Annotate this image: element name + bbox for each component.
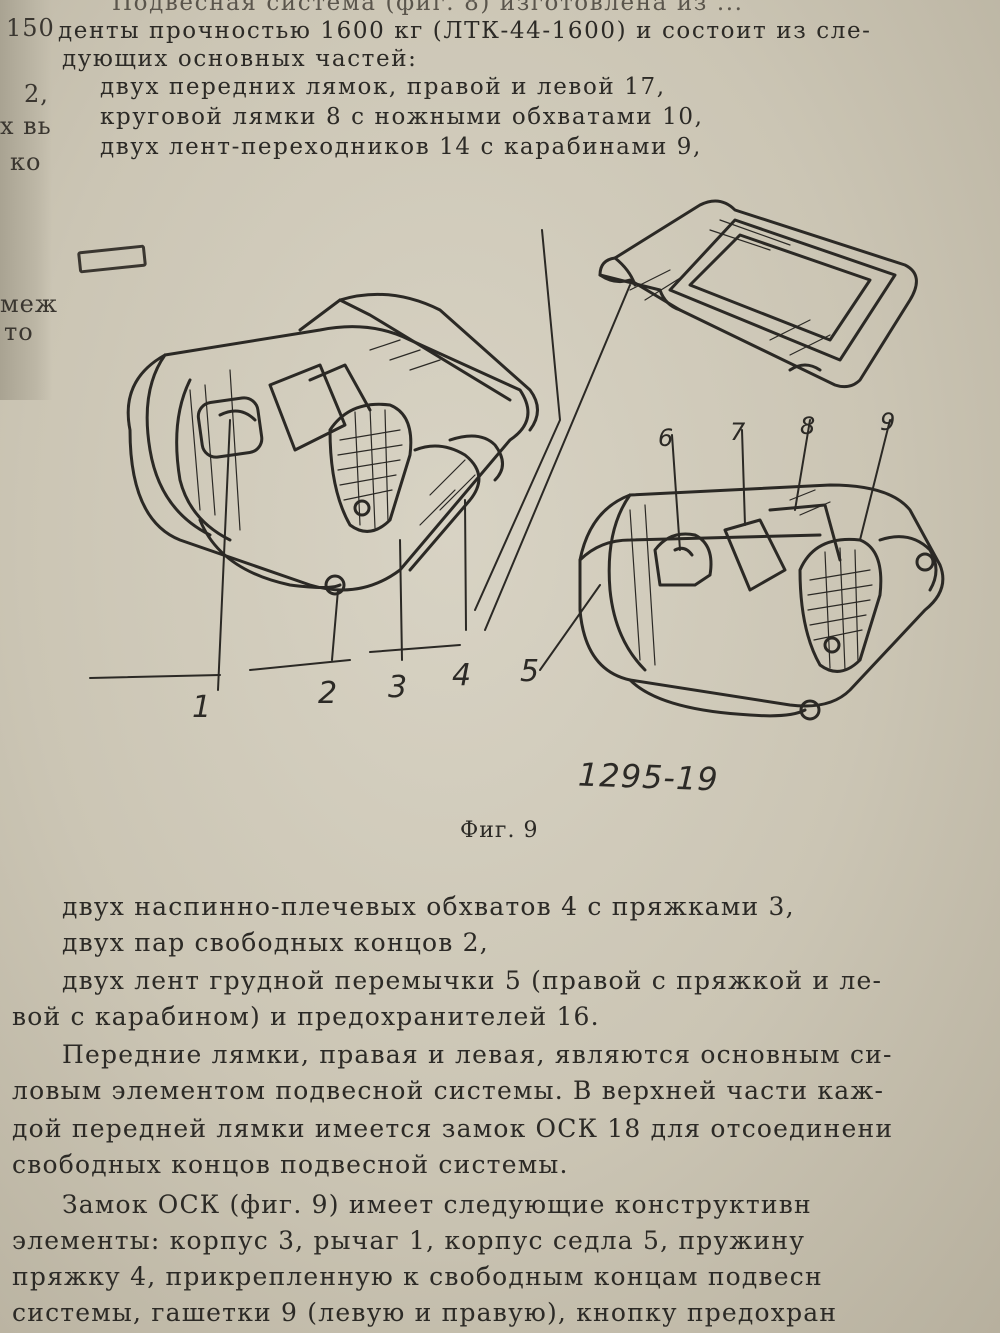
- margin-fragment: меж: [0, 290, 58, 318]
- text-line: системы, гашетки 9 (левую и правую), кно…: [12, 1298, 838, 1327]
- margin-fragment: 150: [6, 14, 55, 42]
- callout-label: 4: [452, 658, 472, 693]
- facing-page-edge: [0, 0, 52, 400]
- lock-body-drawing: [539, 419, 945, 721]
- text-line: Передние лямки, правая и левая, являются…: [62, 1040, 893, 1069]
- callout-label: 5: [520, 654, 540, 689]
- figure-code: 1295-19: [577, 755, 720, 799]
- callout-label: 9: [880, 408, 896, 436]
- margin-fragment: ко: [10, 148, 42, 176]
- text-line: круговой лямки 8 с ножными обхватами 10,: [100, 104, 704, 130]
- margin-fragment: то: [4, 318, 34, 346]
- text-line: двух пар свободных концов 2,: [62, 928, 489, 957]
- callout-label: 8: [800, 412, 816, 440]
- text-line: денты прочностью 1600 кг (ЛТК-44-1600) и…: [58, 18, 872, 44]
- text-line: двух лент-переходников 14 с карабинами 9…: [100, 134, 702, 160]
- text-line: двух лент грудной перемычки 5 (правой с …: [62, 966, 883, 995]
- text-line: двух наспинно-плечевых обхватов 4 с пряж…: [62, 892, 795, 921]
- callout-label: 6: [658, 424, 674, 452]
- margin-fragment: х вь: [0, 112, 52, 140]
- text-line: Замок ОСК (фиг. 9) имеет следующие конст…: [62, 1190, 812, 1219]
- text-line: пряжку 4, прикрепленную к свободным конц…: [12, 1262, 823, 1291]
- text-line: дующих основных частей:: [62, 46, 418, 72]
- text-line: двух передних лямок, правой и левой 17,: [100, 74, 666, 100]
- text-line: элементы: корпус 3, рычаг 1, корпус седл…: [12, 1226, 806, 1255]
- text-line: дой передней лямки имеется замок ОСК 18 …: [12, 1114, 894, 1143]
- margin-fragment: 2,: [24, 80, 49, 108]
- text-line: вой с карабином) и предохранителей 16.: [12, 1002, 600, 1031]
- assembled-lock-drawing: [89, 229, 561, 691]
- text-line: ловым элементом подвесной системы. В вер…: [12, 1076, 885, 1105]
- text-line: Подвесная система (фиг. 8) изготовлена и…: [112, 0, 744, 16]
- callout-label: 2: [318, 676, 338, 711]
- text-line: свободных концов подвесной системы.: [12, 1150, 569, 1179]
- callout-label: 1: [192, 690, 212, 725]
- callout-label: 7: [730, 418, 746, 446]
- callout-label: 3: [388, 670, 408, 705]
- figure-caption: Фиг. 9: [460, 818, 539, 843]
- buckle-frame-drawing: [484, 199, 918, 631]
- osk-lock-illustration: [89, 199, 945, 721]
